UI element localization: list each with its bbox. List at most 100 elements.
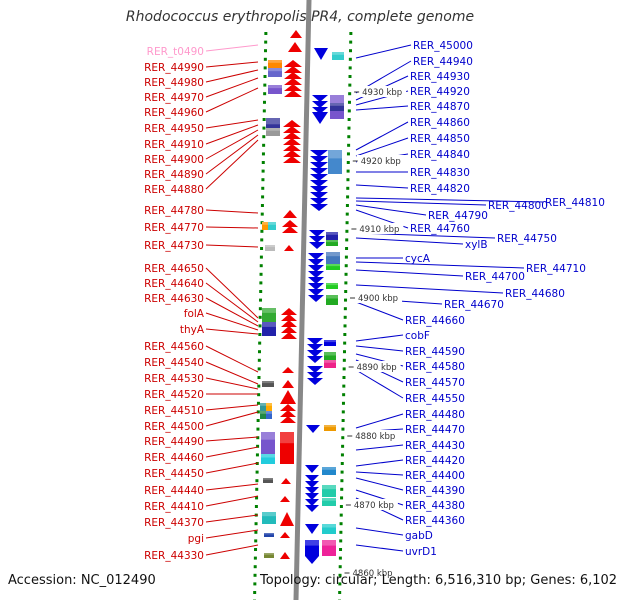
- forward-gene-arrow: [280, 416, 296, 423]
- reverse-gene-arrow: [308, 271, 324, 278]
- left-gene-label: RER_44510: [144, 405, 204, 417]
- left-gene-label: RER_44980: [144, 77, 204, 89]
- reverse-gene-box: [322, 540, 336, 556]
- tick-mark: [253, 565, 257, 569]
- tick-mark: [262, 109, 266, 113]
- reverse-gene-box: [324, 340, 336, 346]
- tick-mark: [345, 221, 349, 225]
- tick-mark: [263, 66, 267, 70]
- tick-mark: [339, 505, 343, 508]
- right-leader-line: [355, 527, 404, 536]
- tick-mark: [349, 32, 353, 35]
- tick-mark: [258, 341, 262, 345]
- left-leader-line: [205, 61, 259, 68]
- left-leader-line: [205, 495, 259, 507]
- tick-mark: [338, 556, 342, 560]
- right-gene-label: RER_44760: [410, 223, 470, 235]
- reverse-gene-arrow-stack: [307, 338, 323, 363]
- tick-mark: [261, 169, 265, 173]
- left-gene-label: RER_44330: [144, 550, 204, 562]
- reverse-gene-arrow: [305, 481, 319, 488]
- tick-mark: [349, 40, 353, 44]
- genome-map: RER_t0490RER_44990RER_44980RER_44970RER_…: [144, 0, 605, 600]
- forward-gene-box: [265, 245, 275, 251]
- tick-mark: [342, 350, 346, 354]
- tick-mark: [344, 290, 348, 293]
- tick-mark: [262, 118, 266, 121]
- tick-mark: [346, 161, 350, 164]
- tick-mark: [348, 92, 352, 96]
- forward-gene-arrow: [284, 78, 302, 85]
- left-leader-line: [205, 436, 259, 442]
- right-gene-label: RER_44360: [405, 515, 465, 527]
- reverse-gene-arrow: [305, 487, 319, 494]
- left-leader-line: [205, 119, 259, 129]
- reverse-gene-box: [322, 467, 336, 475]
- tick-mark: [256, 401, 260, 405]
- tick-mark: [257, 358, 261, 362]
- tick-mark: [338, 582, 342, 586]
- forward-gene-arrow: [280, 410, 296, 417]
- tick-mark: [262, 100, 266, 104]
- left-leader-line: [205, 361, 259, 385]
- forward-gene-arrow: [284, 66, 302, 73]
- reverse-gene-arrow: [307, 338, 323, 345]
- forward-gene-arrow: [288, 42, 302, 52]
- forward-gene-arrow: [282, 226, 298, 233]
- right-gene-label: RER_44680: [505, 288, 565, 300]
- tick-mark: [264, 32, 268, 35]
- tick-mark: [254, 539, 258, 543]
- left-leader-line: [205, 129, 259, 160]
- right-gene-label: RER_44580: [405, 361, 465, 373]
- left-gene-label: RER_44440: [144, 485, 204, 497]
- left-gene-label: thyA: [180, 324, 205, 336]
- left-gene-label: RER_44950: [144, 123, 204, 135]
- forward-gene-box: [262, 512, 276, 524]
- tick-mark: [340, 487, 344, 491]
- tick-mark: [259, 298, 263, 302]
- right-gene-label: RER_44390: [405, 485, 465, 497]
- tick-mark: [343, 307, 347, 311]
- left-gene-label: RER_44490: [144, 436, 204, 448]
- forward-gene-box: [280, 432, 294, 464]
- left-leader-line: [205, 544, 259, 556]
- gene-labels: RER_t0490RER_44990RER_44980RER_44970RER_…: [144, 40, 605, 562]
- reverse-gene-arrow: [305, 556, 319, 564]
- left-gene-label: RER_t0490: [147, 46, 204, 58]
- reverse-gene-arrow: [305, 465, 319, 473]
- kbp-marker-label: 4910 kbp: [359, 225, 399, 235]
- tick-mark: [344, 298, 348, 302]
- kbp-marker-bg: [355, 223, 404, 234]
- tick-mark: [260, 238, 264, 242]
- left-gene-label: RER_44520: [144, 389, 204, 401]
- tick-mark: [256, 419, 260, 422]
- forward-gene-box: [262, 222, 268, 230]
- reverse-gene-arrow: [307, 372, 323, 379]
- forward-gene-arrow: [283, 138, 301, 145]
- tick-mark: [262, 126, 266, 130]
- right-leader-line: [355, 237, 464, 245]
- forward-gene-box: [262, 322, 276, 336]
- right-gene-label: uvrD1: [405, 546, 437, 558]
- right-gene-label: cycA: [405, 253, 431, 265]
- left-gene-label: RER_44880: [144, 184, 204, 196]
- tick-mark: [256, 427, 260, 431]
- tick-mark: [342, 376, 346, 379]
- reverse-gene-arrow: [310, 204, 328, 211]
- forward-gene-box: [264, 553, 274, 558]
- forward-gene-arrow: [283, 132, 301, 139]
- right-leader-line: [355, 334, 404, 342]
- tick-mark: [344, 255, 348, 259]
- tick-mark: [259, 255, 263, 259]
- forward-gene-arrow: [281, 326, 297, 333]
- forward-gene-arrow: [283, 126, 301, 133]
- reverse-gene-arrow: [310, 168, 328, 175]
- tick-mark: [259, 272, 263, 276]
- reverse-gene-arrow: [312, 112, 328, 124]
- tick-mark: [256, 410, 260, 414]
- forward-gene-arrow: [283, 120, 301, 127]
- tick-mark: [258, 307, 262, 311]
- forward-gene-arrow-stack: [281, 308, 297, 339]
- right-gene-label: RER_44590: [405, 346, 465, 358]
